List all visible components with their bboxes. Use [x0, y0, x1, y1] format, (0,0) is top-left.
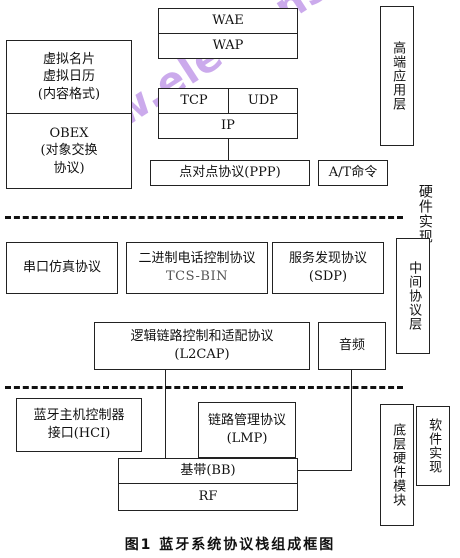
l2cap-box: 逻辑链路控制和适配协议 (L2CAP) [94, 322, 310, 370]
tcs-bin-box: 二进制电话控制协议 TCS-BIN [126, 242, 268, 294]
sdp-box: 服务发现协议 (SDP) [272, 242, 384, 294]
connector-audio-bb-horizontal [296, 470, 352, 471]
separator-lower [5, 386, 403, 389]
hardware-impl-text: 硬件实现 [416, 184, 433, 244]
separator-upper [5, 216, 403, 219]
ip-box: IP [158, 113, 298, 139]
bottom-hw-label: 底层硬件模块 [380, 404, 414, 526]
hci-box: 蓝牙主机控制器 接口(HCI) [16, 398, 142, 452]
hardware-impl-label: 硬件实现 [417, 184, 452, 244]
wae-box: WAE [158, 8, 298, 34]
connector-ip-ppp [228, 138, 229, 160]
software-impl-label: 软件实现 [416, 406, 450, 486]
wap-box: WAP [158, 33, 298, 59]
tcs-bin-title: 二进制电话控制协议 [138, 251, 256, 267]
connector-l2cap-bb [165, 368, 166, 458]
tcp-box: TCP [158, 88, 229, 114]
serial-emulation-box: 串口仿真协议 [6, 242, 118, 294]
audio-box: 音频 [318, 322, 386, 370]
content-format-box: 虚拟名片 虚拟日历 (内容格式) [6, 40, 132, 114]
figure-caption: 图1 蓝牙系统协议栈组成框图 [124, 537, 336, 553]
middle-layer-label: 中间协议层 [396, 238, 430, 354]
baseband-box: 基带(BB) [118, 458, 298, 484]
connector-audio-bb [351, 368, 352, 470]
at-command-box: A/T命令 [318, 160, 388, 186]
ppp-box: 点对点协议(PPP) [150, 160, 310, 186]
obex-box: OBEX (对象交换 协议) [6, 113, 132, 189]
udp-box: UDP [228, 88, 298, 114]
high-layer-label: 高端应用层 [380, 6, 414, 146]
lmp-box: 链路管理协议 (LMP) [198, 402, 296, 458]
rf-box: RF [118, 483, 298, 511]
tcs-bin-subtitle: TCS-BIN [166, 269, 228, 284]
